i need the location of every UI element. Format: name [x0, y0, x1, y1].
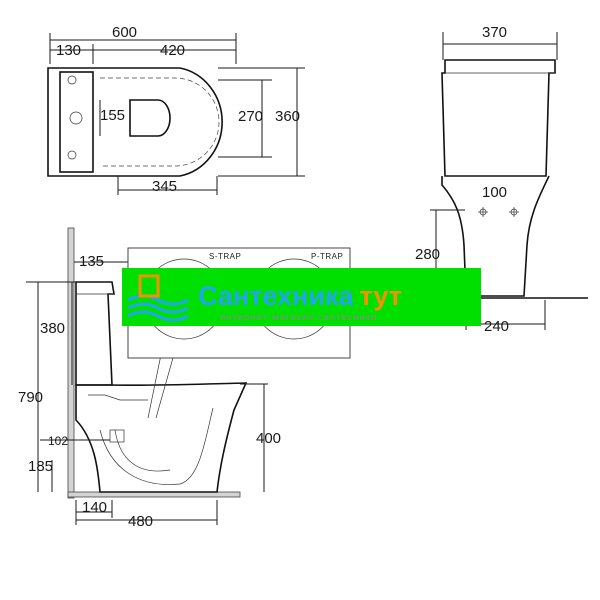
dim-front-bottom: 140: [82, 499, 107, 516]
p-trap-label: P-TRAP: [311, 252, 343, 261]
dim-top-width: 600: [112, 24, 137, 41]
dim-front-inlet: 102: [48, 434, 68, 448]
dim-side-foot-depth: 240: [484, 318, 509, 335]
dim-top-total-height: 360: [275, 108, 300, 125]
dim-top-bowl-height: 270: [238, 108, 263, 125]
front-cistern: [75, 281, 115, 386]
dim-side-foot: 100: [482, 184, 507, 201]
dim-top-left: 130: [56, 42, 81, 59]
dim-front-depth: 480: [128, 513, 153, 530]
side-tank: [441, 59, 556, 177]
dim-front-base: 185: [28, 458, 53, 475]
dim-top-inner: 155: [100, 107, 125, 124]
dim-front-wall-offset: 135: [79, 253, 104, 270]
plan-bowl-opening: [129, 99, 171, 137]
dim-front-bowl: 400: [256, 430, 281, 447]
dim-top-seat: 345: [152, 178, 177, 195]
dim-side-trap-height: 280: [415, 246, 440, 263]
front-bowl: [75, 382, 248, 493]
watermark-tagline: интернет-магазин сантехники: [220, 312, 377, 323]
watermark-brand-accent: тут: [360, 281, 402, 311]
top-view: 600 130 420 155 270 360 345: [47, 24, 305, 195]
wall: [67, 227, 75, 499]
dim-front-total: 790: [18, 389, 43, 406]
s-trap-label: S-TRAP: [209, 252, 241, 261]
watermark-brand-main: Сантехника: [198, 281, 354, 311]
dim-side-width: 370: [482, 24, 507, 41]
plan-tank: [59, 71, 94, 173]
dim-top-right: 420: [160, 42, 185, 59]
plan-outline: [47, 67, 223, 177]
waves-logo-icon: [127, 274, 189, 322]
dim-front-cistern: 380: [40, 320, 65, 337]
